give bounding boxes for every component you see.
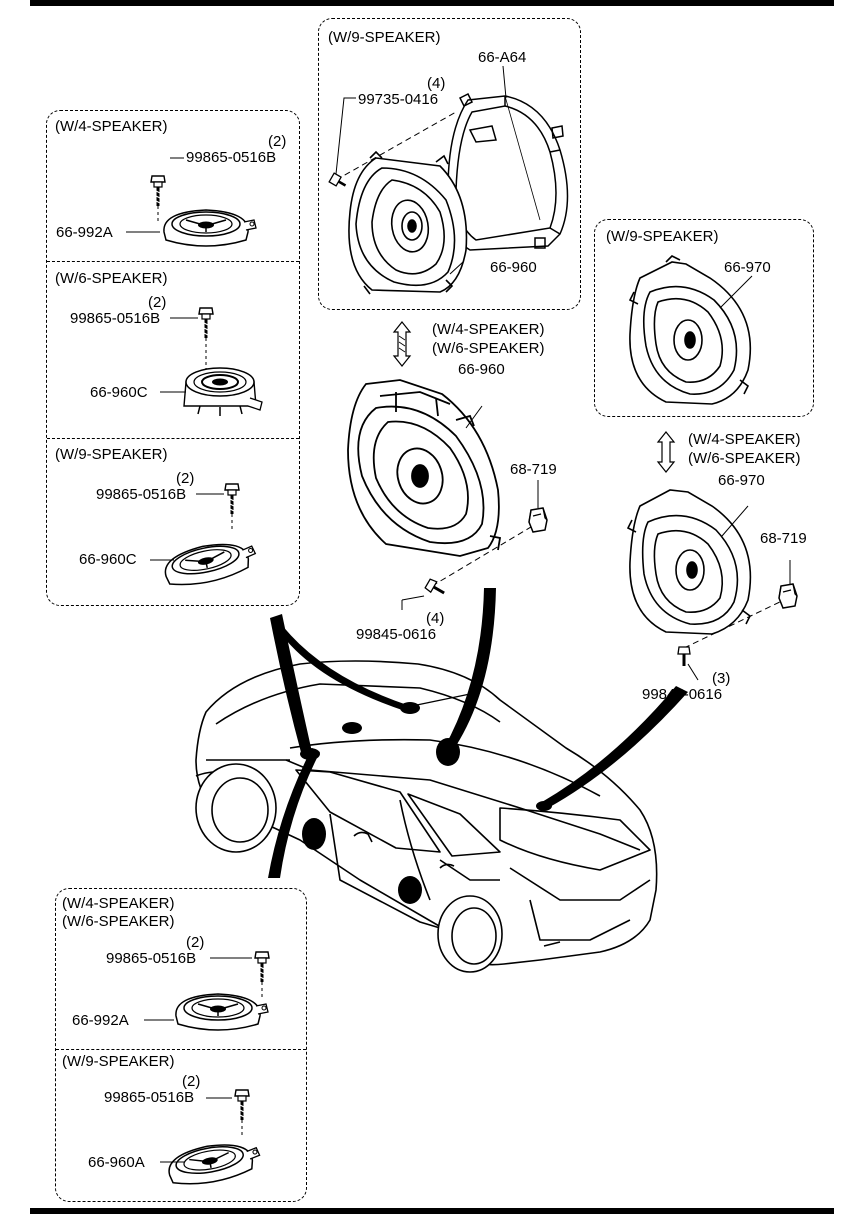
caption-left-w9: (W/9-SPEAKER) — [55, 446, 168, 463]
label-center-bolt-qty: (4) — [426, 610, 445, 627]
double-arrow-center — [392, 321, 412, 367]
panel-bottom-left-divider — [56, 1049, 306, 1050]
label-right-68-719: 68-719 — [760, 530, 807, 547]
screw-99735-0416 — [328, 172, 347, 187]
label-left-w6-bolt: 99865-0516B — [70, 310, 161, 327]
panel-left-divider-1 — [47, 261, 299, 262]
label-left-w4-bolt: 99865-0516B — [186, 149, 277, 166]
label-screw-qty: (4) — [427, 75, 446, 92]
label-bottom-w46-qty: (2) — [186, 934, 205, 951]
wheel-front — [195, 763, 277, 853]
label-right-99845-0616: 99845-0616 — [642, 686, 723, 703]
label-left-w9-bolt: 99865-0516B — [96, 486, 187, 503]
top-border-rule — [30, 0, 834, 6]
label-bottom-w46-part: 66-992A — [72, 1012, 129, 1029]
panel-left-divider-2 — [47, 438, 299, 439]
caption-center-w4: (W/4-SPEAKER) — [432, 321, 545, 338]
speaker-66-970-center — [626, 489, 752, 635]
speaker-66-960-center — [347, 379, 502, 557]
label-right-66-970-top: 66-970 — [724, 259, 771, 276]
label-left-w9-qty: (2) — [176, 470, 195, 487]
label-bottom-w9-part: 66-960A — [88, 1154, 145, 1171]
speaker-location-markers — [300, 702, 552, 904]
label-left-w6-part: 66-960C — [90, 384, 148, 401]
wheel-rear — [437, 895, 503, 973]
label-bracket-66-a64: 66-A64 — [478, 49, 527, 66]
label-center-99845-0616: 99845-0616 — [356, 626, 437, 643]
label-center-66-960: 66-960 — [458, 361, 505, 378]
panel-left — [46, 110, 300, 606]
label-screw-99735-0416: 99735-0416 — [358, 91, 439, 108]
label-left-w9-part: 66-960C — [79, 551, 137, 568]
caption-right-w4: (W/4-SPEAKER) — [688, 431, 801, 448]
caption-left-w6: (W/6-SPEAKER) — [55, 270, 168, 287]
speaker-66-970-top — [628, 255, 752, 405]
caption-center-w6: (W/6-SPEAKER) — [432, 340, 545, 357]
label-bottom-w9-qty: (2) — [182, 1073, 201, 1090]
caption-bottom-w6: (W/6-SPEAKER) — [62, 913, 175, 930]
caption-left-w4: (W/4-SPEAKER) — [55, 118, 168, 135]
label-top-speaker-66-960: 66-960 — [490, 259, 537, 276]
panel-right — [594, 219, 814, 417]
label-right-66-970: 66-970 — [718, 472, 765, 489]
label-left-w6-qty: (2) — [148, 294, 167, 311]
caption-top-center: (W/9-SPEAKER) — [328, 29, 441, 46]
leader-bands — [268, 588, 688, 878]
panel-top-center — [318, 18, 581, 310]
caption-bottom-w9: (W/9-SPEAKER) — [62, 1053, 175, 1070]
panel-bottom-left — [55, 888, 307, 1202]
speaker-66-960-top — [348, 150, 468, 295]
label-center-68-719: 68-719 — [510, 461, 557, 478]
bracket-66-a64 — [447, 92, 569, 251]
label-left-w4-part: 66-992A — [56, 224, 113, 241]
label-bottom-w9-bolt: 99865-0516B — [104, 1089, 195, 1106]
label-left-w4-qty: (2) — [268, 133, 287, 150]
double-arrow-right — [656, 431, 676, 473]
label-bottom-w46-bolt: 99865-0516B — [106, 950, 197, 967]
bottom-border-rule — [30, 1208, 834, 1214]
caption-right-w9: (W/9-SPEAKER) — [606, 228, 719, 245]
label-right-bolt-qty: (3) — [712, 670, 731, 687]
caption-bottom-w4: (W/4-SPEAKER) — [62, 895, 175, 912]
caption-right-w6: (W/6-SPEAKER) — [688, 450, 801, 467]
